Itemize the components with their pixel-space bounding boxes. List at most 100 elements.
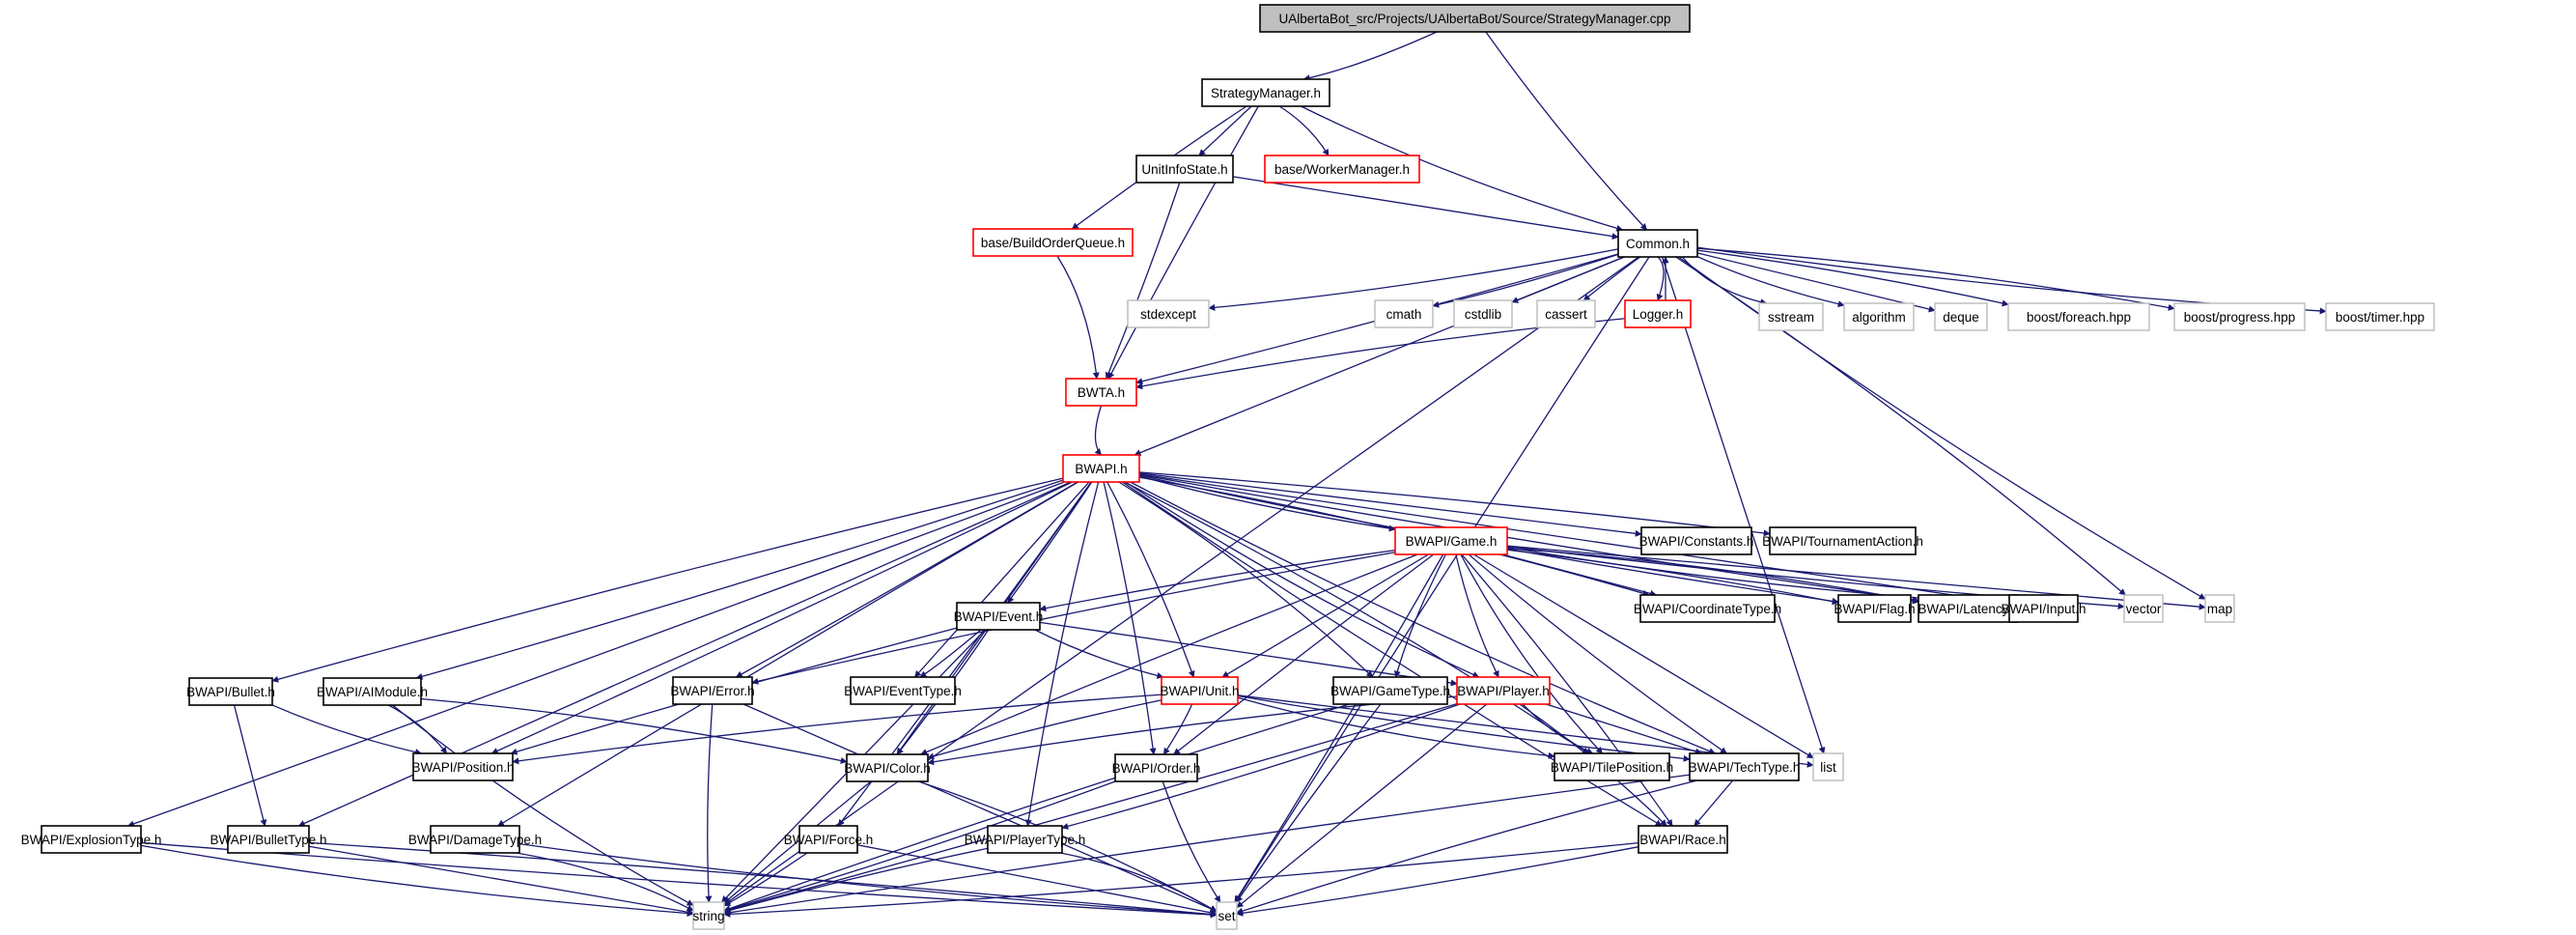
edge-bwapi-to-latency xyxy=(1138,473,1919,604)
edge-unitinfostate-to-bwta xyxy=(1105,182,1181,380)
node-box xyxy=(1127,299,1210,328)
node-gametype[interactable]: BWAPI/GameType.h xyxy=(1330,676,1450,705)
node-coordinatetype[interactable]: BWAPI/CoordinateType.h xyxy=(1634,594,1781,623)
edge-force-to-string xyxy=(723,852,808,907)
node-constants[interactable]: BWAPI/Constants.h xyxy=(1639,526,1754,555)
node-box xyxy=(1624,299,1692,328)
node-unit[interactable]: BWAPI/Unit.h xyxy=(1160,676,1240,705)
node-error[interactable]: BWAPI/Error.h xyxy=(670,676,755,705)
edge-player-to-set xyxy=(1236,703,1488,908)
node-player[interactable]: BWAPI/Player.h xyxy=(1456,676,1551,705)
node-aimodule[interactable]: BWAPI/AIModule.h xyxy=(317,677,428,706)
node-latency[interactable]: BWAPI/Latency.h xyxy=(1918,594,2019,623)
node-force[interactable]: BWAPI/Force.h xyxy=(784,825,874,854)
node-label: BWAPI/Color.h xyxy=(844,761,931,776)
node-label: BWAPI/Error.h xyxy=(670,684,754,698)
node-event[interactable]: BWAPI/Event.h xyxy=(954,602,1044,631)
node-deque: deque xyxy=(1934,302,1988,331)
edge-aimodule-to-position xyxy=(388,704,448,754)
node-box xyxy=(1638,825,1728,854)
edge-error-to-string xyxy=(705,703,714,903)
node-box xyxy=(1453,299,1513,328)
node-box xyxy=(1201,78,1330,107)
node-label: string xyxy=(692,909,724,923)
node-tournamentaction[interactable]: BWAPI/TournamentAction.h xyxy=(1762,526,1923,555)
edge-unit-to-tileposition xyxy=(1237,696,1555,759)
edge-damagetype-to-set xyxy=(518,843,1218,919)
node-position[interactable]: BWAPI/Position.h xyxy=(411,752,515,781)
node-bwapi[interactable]: BWAPI.h xyxy=(1062,454,1140,483)
node-box xyxy=(1374,299,1434,328)
edge-bwapi-to-gametype xyxy=(1118,481,1374,678)
edge-game-to-race xyxy=(1461,553,1673,827)
node-label: Common.h xyxy=(1626,237,1690,251)
node-box xyxy=(412,752,514,781)
node-common[interactable]: Common.h xyxy=(1617,229,1698,258)
node-bwta[interactable]: BWTA.h xyxy=(1065,378,1137,407)
node-game[interactable]: BWAPI/Game.h xyxy=(1394,526,1508,555)
edge-buildorderqueue-to-bwta xyxy=(1056,255,1100,380)
node-label: boost/progress.hpp xyxy=(2184,310,2296,325)
edge-bwapi-to-tileposition xyxy=(1124,481,1590,754)
node-box xyxy=(987,825,1063,854)
edge-common-to-logger xyxy=(1656,256,1665,301)
node-logger[interactable]: Logger.h xyxy=(1624,299,1692,328)
edge-strategymanager-to-workermanager xyxy=(1278,105,1330,156)
edge-aimodule-to-color xyxy=(420,697,848,764)
edge-common-to-timer xyxy=(1696,246,2327,315)
node-box xyxy=(430,825,520,854)
node-unitinfostate[interactable]: UnitInfoState.h xyxy=(1135,155,1234,184)
node-box xyxy=(1264,155,1420,184)
node-label: stdexcept xyxy=(1140,307,1196,322)
node-label: boost/timer.hpp xyxy=(2336,310,2424,325)
node-strategymanager[interactable]: StrategyManager.h xyxy=(1201,78,1330,107)
edge-player-to-techtype xyxy=(1546,703,1702,755)
edge-game-to-techtype xyxy=(1468,553,1727,754)
edge-common-to-sstream xyxy=(1681,256,1768,306)
edge-unit-to-order xyxy=(1162,703,1193,755)
edge-game-to-unit xyxy=(1221,553,1429,678)
edge-techtype-to-set xyxy=(1236,779,1697,915)
node-bullettype[interactable]: BWAPI/BulletType.h xyxy=(210,825,327,854)
node-order[interactable]: BWAPI/Order.h xyxy=(1112,753,1201,782)
node-explosiontype[interactable]: BWAPI/ExplosionType.h xyxy=(21,825,162,854)
node-label: BWAPI/Input.h xyxy=(2001,602,2086,616)
node-label: Logger.h xyxy=(1633,307,1684,322)
node-label: deque xyxy=(1943,310,1979,325)
node-box xyxy=(1456,676,1551,705)
node-tileposition[interactable]: BWAPI/TilePosition.h xyxy=(1551,752,1673,781)
node-techtype[interactable]: BWAPI/TechType.h xyxy=(1689,752,1801,781)
node-input[interactable]: BWAPI/Input.h xyxy=(2001,594,2086,623)
node-box xyxy=(1161,676,1239,705)
edge-gametype-to-set xyxy=(1236,703,1382,903)
node-playertype[interactable]: BWAPI/PlayerType.h xyxy=(965,825,1086,854)
node-color[interactable]: BWAPI/Color.h xyxy=(844,753,931,782)
node-workermanager[interactable]: base/WorkerManager.h xyxy=(1264,155,1420,184)
node-label: UnitInfoState.h xyxy=(1141,162,1227,177)
edge-root-to-strategymanager xyxy=(1302,31,1438,82)
node-root[interactable]: UAlbertaBot_src/Projects/UAlbertaBot/Sou… xyxy=(1259,4,1691,33)
edge-gametype-to-string xyxy=(723,703,1350,912)
edge-common-to-set xyxy=(1234,256,1650,903)
node-box xyxy=(1640,526,1752,555)
node-buildorderqueue[interactable]: base/BuildOrderQueue.h xyxy=(972,228,1134,257)
edge-bullet-to-bullettype xyxy=(233,704,267,827)
node-algorithm: algorithm xyxy=(1843,302,1915,331)
node-stdexcept: stdexcept xyxy=(1127,299,1210,328)
node-flag[interactable]: BWAPI/Flag.h xyxy=(1834,594,1916,623)
node-eventtype[interactable]: BWAPI/EventType.h xyxy=(844,676,962,705)
edge-game-to-gametype xyxy=(1393,553,1446,678)
edge-game-to-map xyxy=(1506,545,2206,610)
node-label: BWAPI/Constants.h xyxy=(1639,534,1754,549)
edge-game-to-event xyxy=(1039,550,1396,612)
node-timer: boost/timer.hpp xyxy=(2325,302,2435,331)
node-damagetype[interactable]: BWAPI/DamageType.h xyxy=(408,825,542,854)
node-race[interactable]: BWAPI/Race.h xyxy=(1638,825,1728,854)
edge-game-to-set xyxy=(1234,553,1444,903)
node-bullet[interactable]: BWAPI/Bullet.h xyxy=(186,677,275,706)
edge-explosiontype-to-set xyxy=(140,841,1218,919)
node-label: BWAPI/Game.h xyxy=(1406,534,1498,549)
node-cmath: cmath xyxy=(1374,299,1434,328)
node-box xyxy=(1332,676,1448,705)
node-map: map xyxy=(2204,594,2235,623)
